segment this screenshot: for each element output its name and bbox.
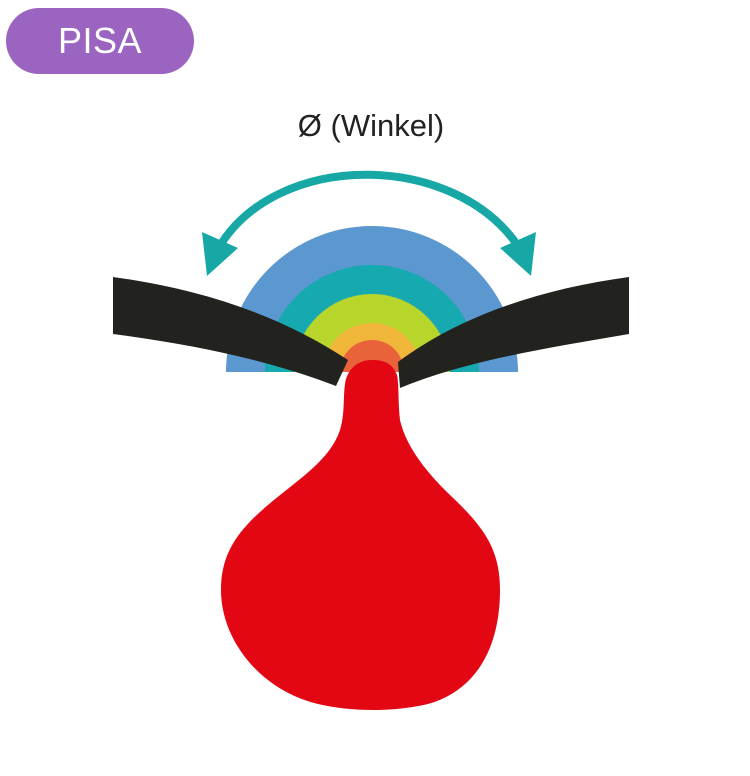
regurgitant-chamber bbox=[221, 360, 500, 710]
right-valve-leaflet bbox=[398, 277, 629, 388]
angle-label: Ø (Winkel) bbox=[297, 108, 445, 143]
pisa-badge: PISA bbox=[6, 8, 194, 74]
double-headed-curved-arrow-icon bbox=[202, 170, 536, 276]
angle-arc bbox=[214, 170, 524, 252]
right-arrowhead-icon bbox=[500, 232, 536, 276]
left-arrowhead-icon bbox=[202, 232, 238, 276]
left-valve-leaflet bbox=[113, 277, 348, 386]
pisa-badge-label: PISA bbox=[57, 20, 143, 61]
